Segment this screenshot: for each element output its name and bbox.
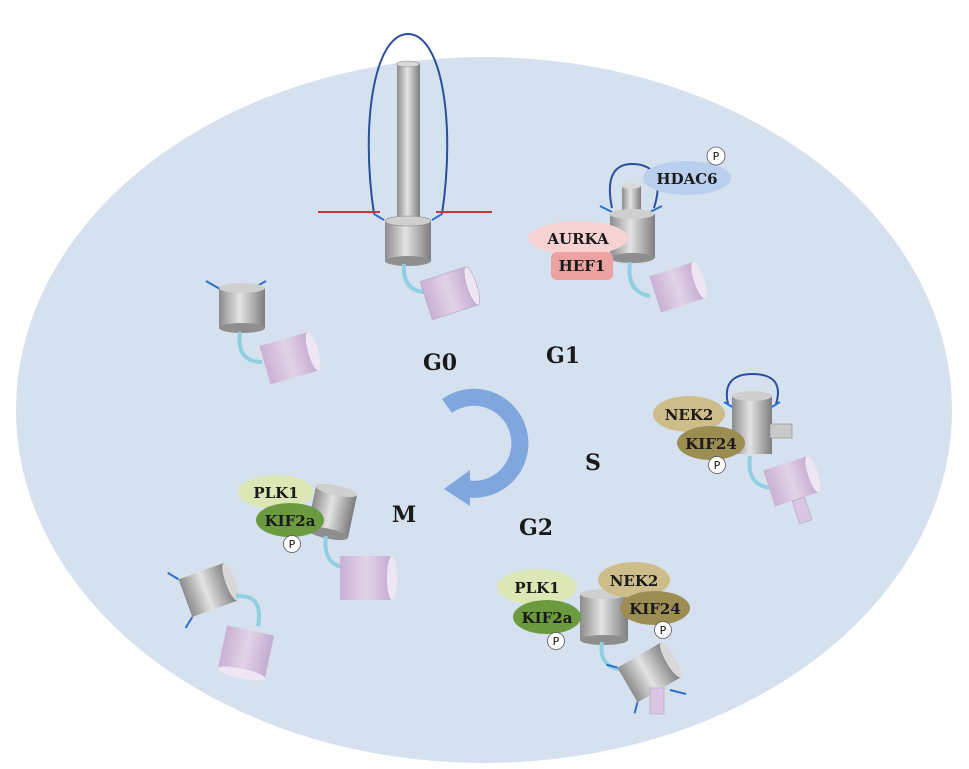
svg-text:P: P <box>660 624 667 637</box>
svg-text:NEK2: NEK2 <box>610 572 659 590</box>
phase-g1-label: G1 <box>546 343 580 369</box>
svg-text:PLK1: PLK1 <box>514 579 559 597</box>
hdac6-label: HDAC6 <box>656 170 717 188</box>
svg-text:PLK1: PLK1 <box>253 484 298 502</box>
svg-text:KIF24: KIF24 <box>629 600 681 618</box>
svg-text:KIF2a: KIF2a <box>265 512 316 530</box>
aurka-label: AURKA <box>546 230 609 248</box>
phase-s-label: S <box>585 450 601 476</box>
svg-text:P: P <box>553 635 560 648</box>
mother-centriole <box>385 221 431 261</box>
svg-text:P: P <box>713 150 720 163</box>
cell-body <box>16 57 952 763</box>
phase-g0-label: G0 <box>423 350 457 376</box>
hef1-label: HEF1 <box>559 257 606 275</box>
axoneme <box>397 64 420 222</box>
svg-text:P: P <box>714 459 721 472</box>
svg-text:KIF2a: KIF2a <box>522 609 573 627</box>
phase-g2-label: G2 <box>519 515 553 541</box>
svg-text:NEK2: NEK2 <box>665 406 714 424</box>
phase-m-label: M <box>392 502 416 528</box>
svg-text:P: P <box>289 538 296 551</box>
svg-text:KIF24: KIF24 <box>685 435 737 453</box>
procentriole <box>770 424 792 438</box>
